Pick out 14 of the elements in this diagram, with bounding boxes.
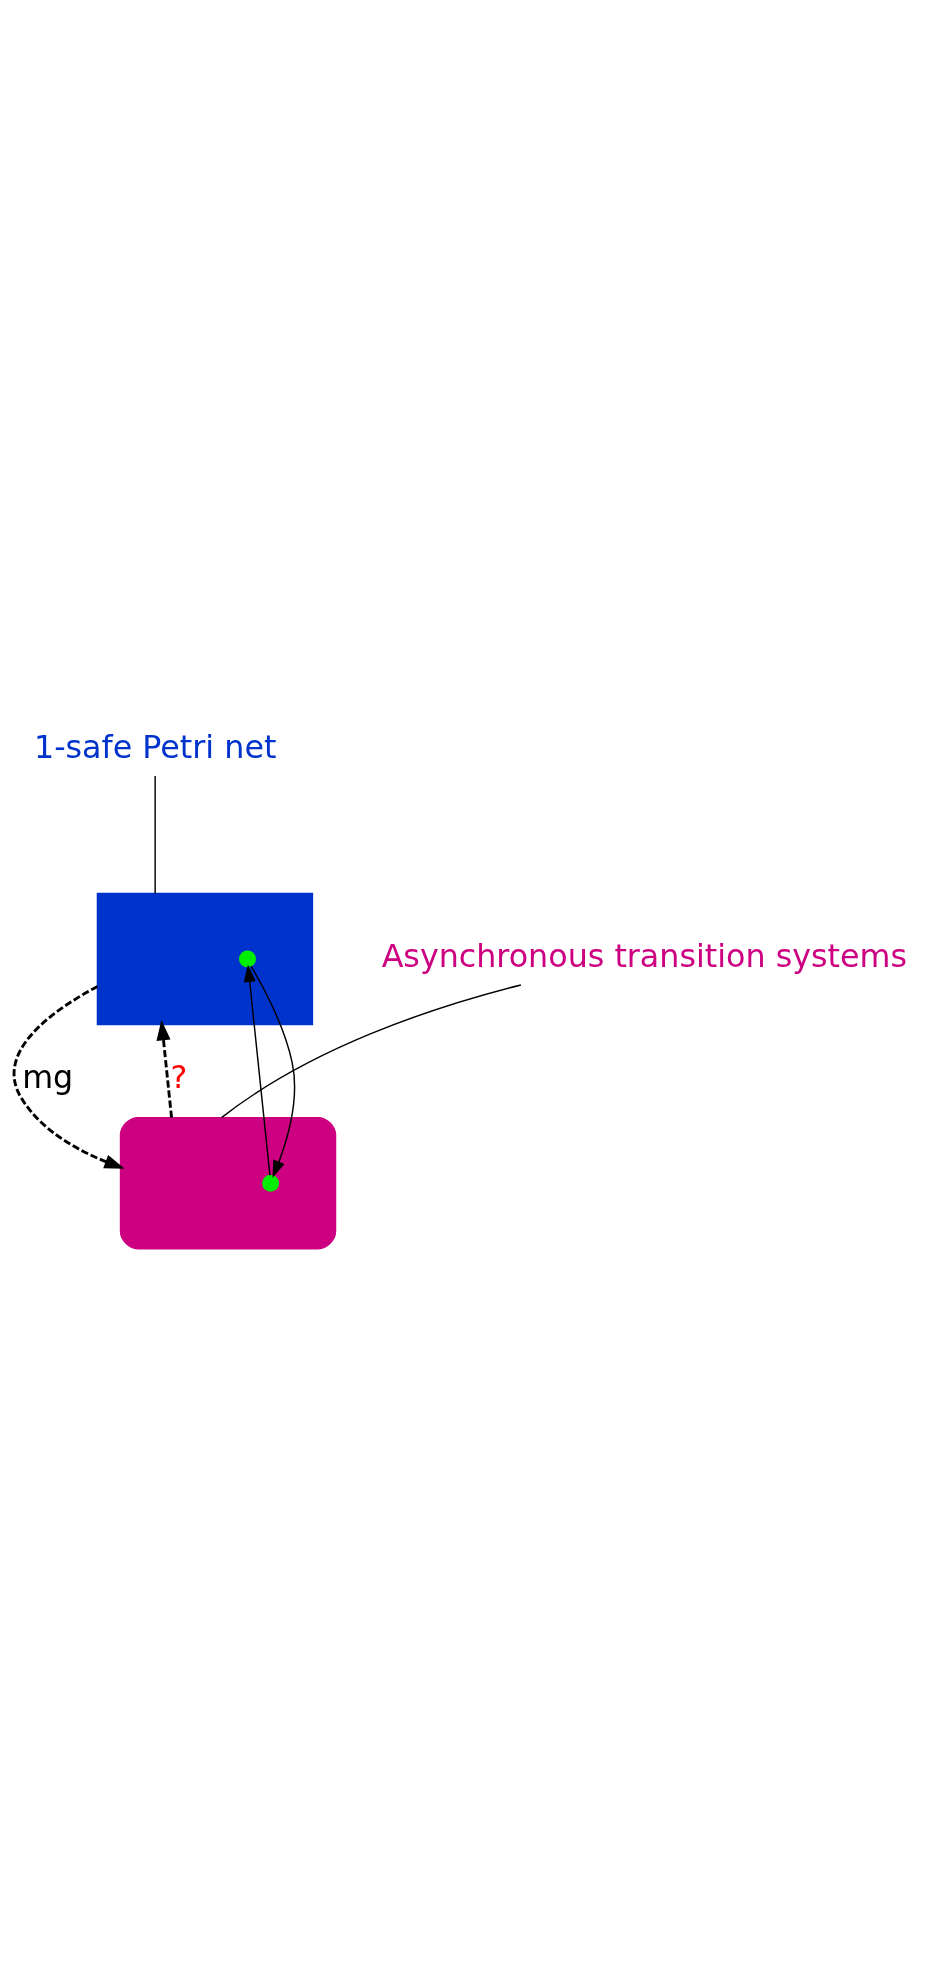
edge-label: ?: [170, 1059, 188, 1096]
connector: [220, 984, 522, 1119]
arrow: [243, 964, 271, 1177]
connector: [154, 775, 156, 895]
arrow: [156, 1020, 173, 1118]
node-circle: [262, 1174, 280, 1192]
cluster: [96, 892, 314, 1026]
arrow: [12, 985, 125, 1169]
edge-label: mg: [22, 1059, 74, 1096]
arrow: [250, 965, 296, 1178]
node-text: 1-safe Petri net: [33, 728, 277, 765]
node-circle: [239, 950, 256, 968]
cluster: [119, 1116, 337, 1250]
node-text: Asynchronous transition systems: [381, 938, 907, 975]
